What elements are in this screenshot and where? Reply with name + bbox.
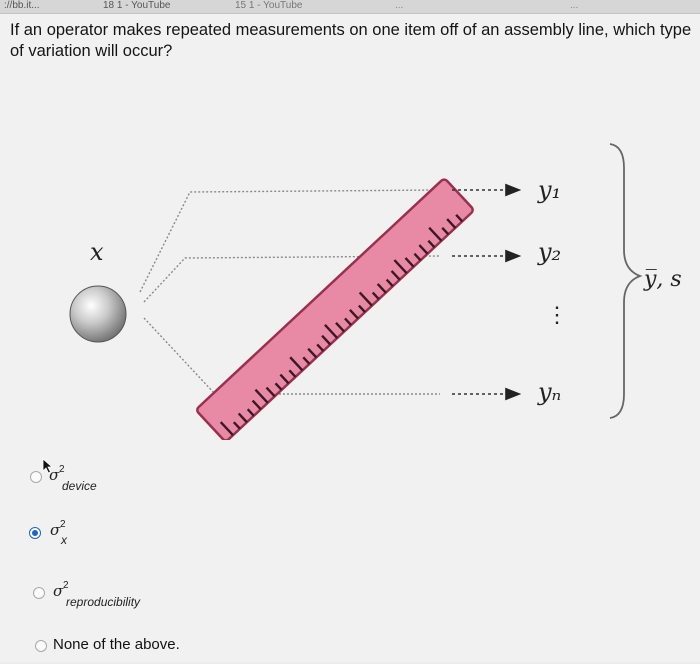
- option-none-label: None of the above.: [53, 636, 180, 653]
- radio-sigma-x[interactable]: [29, 527, 41, 539]
- browser-tab-youtube-15[interactable]: 15 1 - YouTube: [235, 0, 303, 11]
- browser-tab-strip: ://bb.it... 18 1 - YouTube 15 1 - YouTub…: [0, 0, 700, 14]
- item-ball: [69, 285, 127, 343]
- radio-sigma-device[interactable]: [30, 471, 42, 483]
- summary-stats: y̅, s: [643, 267, 682, 292]
- question-text: If an operator makes repeated measuremen…: [10, 21, 692, 60]
- option-sigma-x[interactable]: σ 2 x: [0, 519, 400, 549]
- mouse-cursor-icon: [42, 458, 54, 474]
- ruler-icon: [196, 178, 474, 440]
- browser-tab-youtube-18[interactable]: 18 1 - YouTube: [103, 0, 171, 11]
- measurement-diagram: x y₁ y₂ ⋮ yₙ y̅, s: [69, 143, 682, 440]
- reading-y2: y₂: [537, 238, 561, 266]
- reading-y1: y₁: [537, 176, 561, 204]
- option-none-of-the-above[interactable]: None of the above.: [0, 634, 400, 664]
- option-sigma-reproducibility[interactable]: σ 2 reproducibility: [0, 580, 400, 610]
- option-sigma-device[interactable]: σ 2 device: [0, 458, 400, 494]
- reading-yn: yₙ: [537, 378, 561, 406]
- browser-tab-4[interactable]: ...: [395, 0, 404, 11]
- item-label: x: [90, 238, 104, 266]
- summary-brace: [609, 143, 643, 419]
- reading-ellipsis: ⋮: [546, 303, 568, 328]
- radio-sigma-reproducibility[interactable]: [33, 587, 45, 599]
- quiz-page: If an operator makes repeated measuremen…: [0, 14, 700, 662]
- radio-none-of-the-above[interactable]: [35, 640, 47, 652]
- browser-tab-5[interactable]: ...: [570, 0, 579, 11]
- reading-arrows: [452, 183, 522, 401]
- browser-tab-bb[interactable]: ://bb.it...: [4, 0, 40, 11]
